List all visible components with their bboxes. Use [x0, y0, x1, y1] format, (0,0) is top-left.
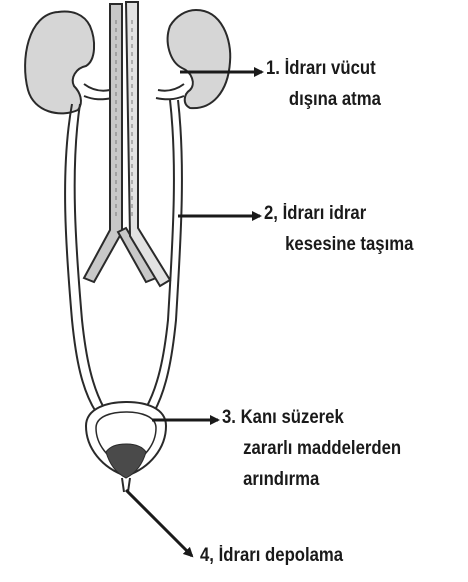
- label-urine-transport: 2, İdrarı idrar kesesine taşıma: [264, 198, 413, 260]
- left-renal-vessels: [84, 84, 112, 99]
- label-1-line-2: dışına atma: [266, 84, 381, 115]
- label-4-line-1: 4, İdrarı depolama: [200, 540, 343, 571]
- arrow-4: [126, 490, 192, 556]
- stored-urine: [106, 444, 146, 478]
- right-kidney: [168, 10, 231, 108]
- label-urine-storage: 4, İdrarı depolama: [200, 540, 343, 571]
- label-3-line-2: zararlı maddelerden: [222, 433, 401, 464]
- urethra: [122, 478, 130, 492]
- label-2-line-2: kesesine taşıma: [264, 229, 413, 260]
- label-blood-filtering: 3. Kanı süzerek zararlı maddelerden arın…: [222, 402, 401, 495]
- label-3-line-3: arındırma: [222, 464, 401, 495]
- label-2-line-1: 2, İdrarı idrar: [264, 198, 413, 229]
- label-urine-excretion: 1. İdrarı vücut dışına atma: [266, 53, 381, 115]
- label-3-line-1: 3. Kanı süzerek: [222, 402, 401, 433]
- label-1-line-1: 1. İdrarı vücut: [266, 53, 381, 84]
- right-renal-vessels: [156, 84, 184, 99]
- left-kidney: [25, 12, 94, 114]
